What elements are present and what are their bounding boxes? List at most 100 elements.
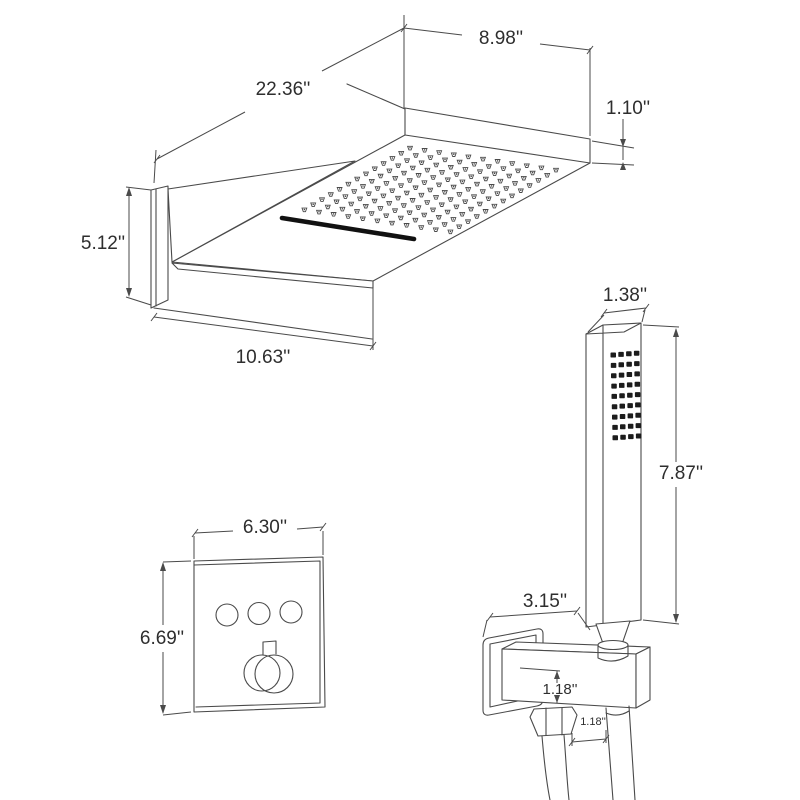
hand-nozzle — [626, 372, 633, 377]
rain-nozzle — [388, 220, 396, 226]
rain-nozzle — [339, 206, 346, 212]
rain-nozzle — [374, 218, 381, 224]
rain-nozzle — [544, 172, 551, 178]
dimension-holder-block-height: 1.18'' — [519, 667, 578, 703]
rain-nozzle — [453, 204, 460, 210]
rain-nozzle — [465, 186, 472, 192]
rain-nozzle — [500, 166, 507, 171]
hand-nozzle — [612, 435, 618, 441]
rain-nozzle — [447, 229, 454, 235]
rain-nozzle — [359, 216, 366, 221]
rain-nozzle — [421, 212, 428, 218]
rain-nozzle — [383, 181, 390, 186]
rain-nozzle — [392, 175, 399, 181]
holder-block-side — [635, 646, 651, 709]
hand-nozzle — [611, 373, 617, 379]
handshower-width-label: 1.38'' — [603, 285, 647, 306]
rain-nozzle — [470, 194, 478, 199]
rain-nozzle — [389, 188, 396, 193]
rain-nozzle — [336, 187, 343, 192]
dimension-head-thickness: 1.10'' — [591, 98, 650, 170]
rain-nozzle — [429, 207, 437, 213]
rain-nozzle — [436, 150, 443, 155]
rain-nozzle — [473, 181, 481, 187]
rain-nozzle — [403, 158, 411, 163]
rain-nozzle — [438, 170, 446, 175]
valve-knob-back — [243, 654, 281, 692]
rain-nozzle — [473, 214, 480, 219]
valve-plate — [193, 556, 326, 713]
rain-nozzle — [409, 165, 416, 171]
rain-nozzle — [301, 207, 308, 213]
rain-nozzle — [464, 219, 472, 224]
rain-nozzle — [342, 194, 349, 199]
rain-nozzle — [362, 171, 370, 177]
plate-bottom-edge — [153, 307, 373, 340]
rain-nozzle — [406, 210, 413, 216]
dimension-head-length: 22.36'' — [153, 15, 408, 184]
wall-plate-height-label: 5.12'' — [81, 233, 125, 254]
hand-shower — [585, 322, 642, 662]
rain-nozzle — [535, 178, 542, 183]
thermostatic-valve — [193, 556, 326, 713]
rain-nozzle — [491, 203, 498, 209]
rain-nozzle — [529, 170, 536, 176]
rain-nozzle — [491, 171, 498, 177]
rain-nozzle — [400, 170, 408, 176]
head-depth-label: 8.98'' — [479, 28, 523, 49]
rain-nozzle — [383, 213, 390, 218]
rain-nozzle — [485, 164, 492, 169]
hand-nozzle — [611, 393, 617, 399]
rain-nozzle — [315, 209, 323, 215]
dimension-wall-plate-height: 5.12'' — [81, 186, 152, 306]
rain-nozzle — [552, 167, 560, 173]
rain-nozzle — [433, 162, 440, 168]
hex-nut — [529, 706, 578, 737]
rain-nozzle — [444, 177, 451, 182]
wall-plate — [150, 185, 169, 309]
head-thickness-label: 1.10'' — [606, 98, 650, 119]
hand-shower-hose — [605, 705, 636, 800]
rain-nozzle — [397, 183, 405, 188]
rain-nozzle — [426, 220, 434, 225]
rain-nozzle — [427, 155, 434, 160]
hand-nozzle — [618, 351, 624, 357]
valve-knob-tab — [262, 640, 277, 656]
rain-nozzle — [400, 203, 407, 208]
rain-nozzle — [365, 191, 372, 196]
rain-nozzle — [371, 166, 378, 171]
rain-nozzle — [318, 197, 326, 202]
head-top-edge — [346, 83, 406, 110]
hand-nozzle — [612, 414, 618, 420]
rain-nozzle — [386, 200, 393, 206]
hand-shower-holder — [482, 628, 651, 800]
hand-nozzle — [634, 361, 640, 367]
hand-nozzle — [610, 352, 616, 358]
rain-nozzle — [444, 209, 451, 215]
hand-nozzle — [620, 434, 626, 440]
hand-nozzle — [627, 423, 634, 429]
hand-nozzle — [620, 424, 626, 430]
hand-nozzle — [634, 392, 641, 398]
rain-nozzle — [406, 178, 413, 183]
rain-nozzle — [526, 183, 533, 188]
hand-nozzle — [619, 393, 625, 399]
rain-nozzle — [482, 209, 489, 214]
rain-nozzle — [459, 211, 466, 217]
rain-nozzle — [333, 199, 340, 205]
rain-nozzle — [479, 189, 486, 194]
rain-nozzle — [412, 185, 419, 191]
rain-nozzle — [482, 176, 489, 182]
hand-nozzle — [626, 382, 633, 388]
rain-nozzle — [468, 174, 475, 179]
rain-nozzle — [345, 181, 352, 187]
rain-nozzle — [412, 153, 419, 158]
hand-nozzle — [619, 414, 626, 419]
hand-shower-body — [585, 322, 642, 628]
valve-width-label: 6.30'' — [243, 517, 287, 538]
rain-nozzle — [441, 222, 448, 227]
rain-nozzle — [380, 193, 387, 199]
rain-nozzle — [403, 223, 410, 228]
rain-nozzle — [348, 201, 355, 207]
